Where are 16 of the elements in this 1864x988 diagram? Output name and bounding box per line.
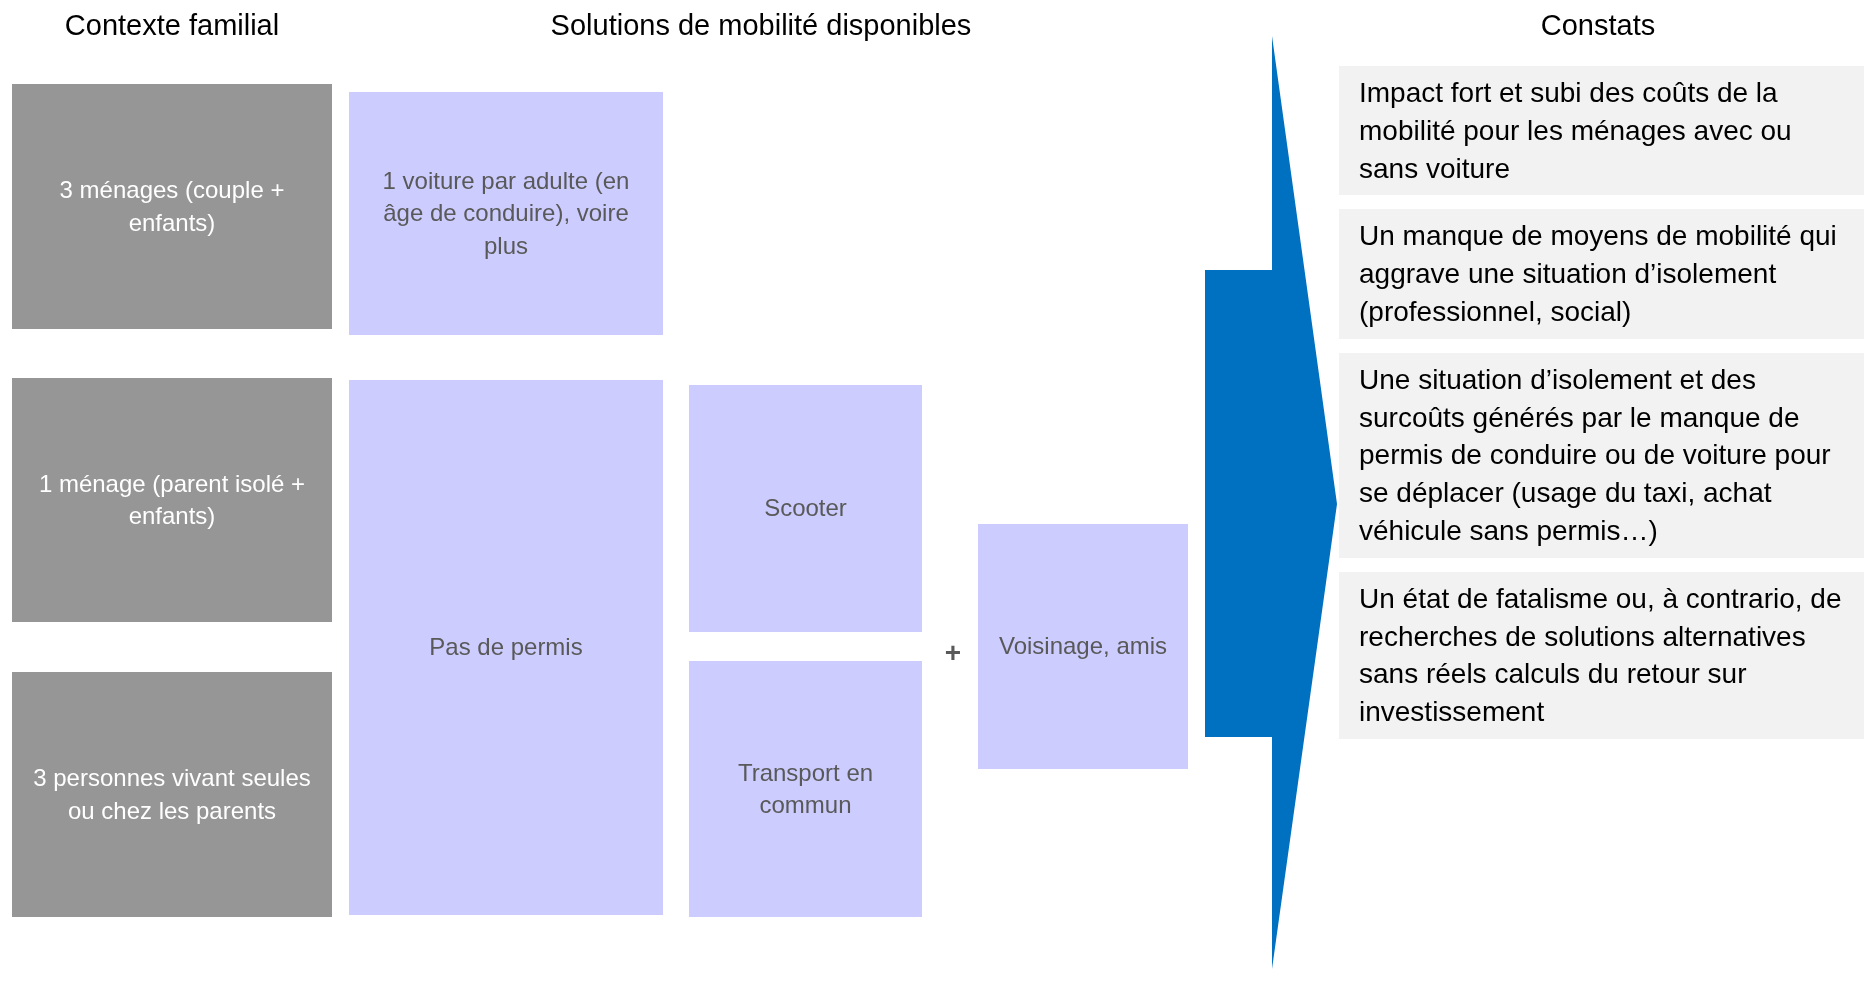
category-box: 3 ménages (couple + enfants) <box>12 84 332 329</box>
category-box: Transport en commun <box>689 661 922 917</box>
column-heading: Solutions de mobilité disponibles <box>550 8 972 43</box>
category-box: 3 personnes vivant seules ou chez les parents <box>12 672 332 917</box>
category-box: 1 voiture par adulte (en âge de conduire), voire plus <box>349 92 663 335</box>
category-box: Pas de permis <box>349 380 663 915</box>
category-box: 1 ménage (parent isolé + enfants) <box>12 378 332 622</box>
column-heading: Constats <box>1540 8 1656 43</box>
finding-box: Impact fort et subi des coûts de la mobilité pour les ménages avec ou sans voiture <box>1339 66 1864 196</box>
finding-box: Une situation d’isolement et des surcoûts générés par le manque de permis de conduire ou de voiture pour se déplacer (usage du taxi, achat véhicule sans permis…) <box>1339 352 1864 558</box>
category-box: Voisinage, amis <box>978 524 1188 769</box>
category-box: Scooter <box>689 385 922 632</box>
finding-box: Un manque de moyens de mobilité qui aggrave une situation d’isolement (professionnel, social) <box>1339 209 1864 339</box>
column-heading: Contexte familial <box>64 8 280 43</box>
finding-box: Un état de fatalisme ou, à contrario, de recherches de solutions alternatives sans réels calculs du retour sur investissement <box>1339 571 1864 739</box>
plus-sign: + <box>944 636 962 670</box>
